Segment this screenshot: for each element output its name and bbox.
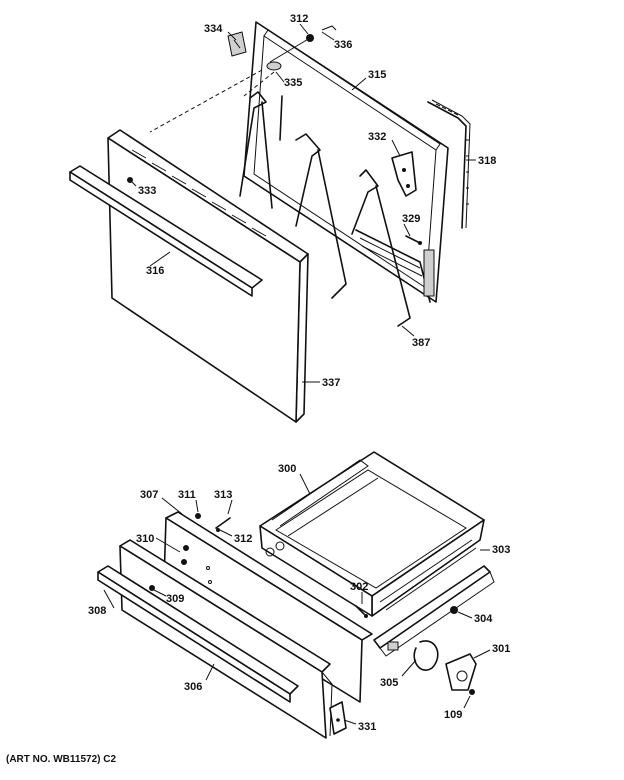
drawer-screws bbox=[195, 513, 231, 532]
callout-labels: 312 334 336 335 315 332 318 333 329 316 … bbox=[88, 13, 510, 733]
drawer-handle-trim-308 bbox=[97, 565, 299, 703]
callout-305: 305 bbox=[380, 677, 398, 689]
callout-329: 329 bbox=[402, 213, 420, 225]
callout-312-lower: 312 bbox=[234, 533, 252, 545]
callout-331: 331 bbox=[358, 721, 376, 733]
callout-307: 307 bbox=[140, 489, 158, 501]
nut-304 bbox=[450, 606, 458, 614]
door-hinge-rods bbox=[239, 91, 411, 327]
callout-312-upper: 312 bbox=[290, 13, 308, 25]
callout-308: 308 bbox=[88, 605, 106, 617]
door-inner-liner bbox=[243, 21, 449, 303]
hinge-bracket-334 bbox=[227, 31, 247, 57]
leader-lines bbox=[103, 23, 491, 725]
clip-335 bbox=[266, 61, 282, 71]
callout-313: 313 bbox=[214, 489, 232, 501]
callout-300: 300 bbox=[278, 463, 296, 475]
callout-333: 333 bbox=[138, 185, 156, 197]
screw-333 bbox=[127, 177, 133, 183]
door-handle-316 bbox=[69, 165, 263, 297]
bracket-331 bbox=[329, 701, 347, 735]
bracket-301 bbox=[445, 653, 477, 695]
screw-312-upper bbox=[269, 25, 337, 63]
callout-335: 335 bbox=[284, 77, 302, 89]
wire-clip-305 bbox=[413, 640, 439, 671]
callout-336: 336 bbox=[334, 39, 352, 51]
callout-310: 310 bbox=[136, 533, 154, 545]
callout-309: 309 bbox=[166, 593, 184, 605]
callout-109: 109 bbox=[444, 709, 462, 721]
oven-door-panel bbox=[107, 129, 309, 423]
screw-302 bbox=[355, 605, 368, 618]
callout-387: 387 bbox=[412, 337, 430, 349]
callout-304: 304 bbox=[474, 613, 493, 625]
callout-318: 318 bbox=[478, 155, 496, 167]
callout-334: 334 bbox=[204, 23, 223, 35]
callout-332: 332 bbox=[368, 131, 386, 143]
callout-311: 311 bbox=[178, 489, 196, 501]
screw-329 bbox=[405, 235, 422, 245]
alignment-lines-upper bbox=[149, 69, 275, 133]
door-gasket-strip bbox=[427, 99, 471, 229]
drawer-body-300 bbox=[259, 451, 485, 617]
callout-316: 316 bbox=[146, 265, 164, 277]
callout-315: 315 bbox=[368, 69, 386, 81]
callout-301: 301 bbox=[492, 643, 510, 655]
screw-309 bbox=[149, 585, 155, 591]
art-number: (ART NO. WB11572) C2 bbox=[6, 754, 116, 765]
callout-337: 337 bbox=[322, 377, 340, 389]
callout-303: 303 bbox=[492, 544, 510, 556]
callout-306: 306 bbox=[184, 681, 202, 693]
window-clip-332 bbox=[391, 151, 417, 197]
drawer-rail-303 bbox=[373, 565, 495, 657]
callout-302: 302 bbox=[350, 581, 368, 593]
